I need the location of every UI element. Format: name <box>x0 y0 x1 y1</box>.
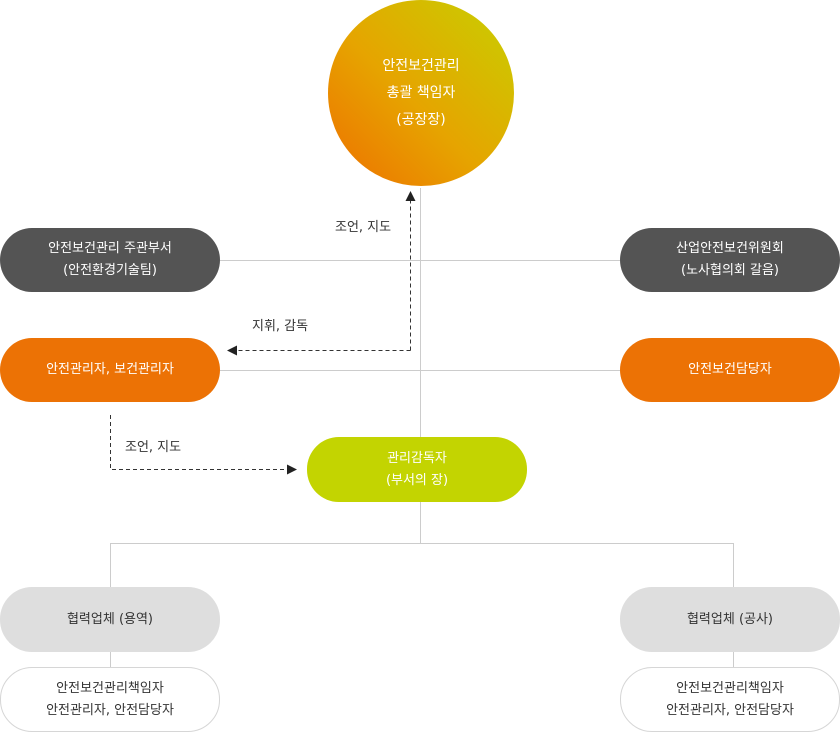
top-safety-executive-node: 안전보건관리 총괄 책임자 (공장장) <box>328 0 514 186</box>
supervisor-line2: (부서의 장) <box>385 472 449 488</box>
safety-committee-line2: (노사협의회 갈음) <box>681 263 779 278</box>
partner-construction-roles-node: 안전보건관리책임자 안전관리자, 안전담당자 <box>620 667 840 732</box>
partner-construction-roles-line1: 안전보건관리책임자 <box>676 680 784 696</box>
partner-construction-roles-line2: 안전관리자, 안전담당자 <box>666 702 794 718</box>
safety-dept-line1: 안전보건관리 주관부서 <box>48 241 172 256</box>
advice-top-label: 조언, 지도 <box>335 220 392 235</box>
partner-service-roles-node: 안전보건관리책임자 안전관리자, 안전담당자 <box>0 667 220 732</box>
top-node-line2: 총괄 책임자 <box>386 84 456 101</box>
partner-service-roles-line2: 안전관리자, 안전담당자 <box>46 702 174 718</box>
safety-manager-label: 안전관리자, 보건관리자 <box>46 362 174 377</box>
partner-service-label: 협력업체 (용역) <box>66 611 154 627</box>
partner-construction-label: 협력업체 (공사) <box>686 611 774 627</box>
command-label: 지휘, 감독 <box>252 319 309 334</box>
safety-officer-node: 안전보건담당자 <box>620 338 840 402</box>
partner-service-roles-line1: 안전보건관리책임자 <box>56 680 164 696</box>
safety-officer-label: 안전보건담당자 <box>688 362 772 377</box>
safety-committee-line1: 산업안전보건위원회 <box>676 241 784 256</box>
supervisor-node: 관리감독자 (부서의 장) <box>307 437 527 502</box>
safety-manager-node: 안전관리자, 보건관리자 <box>0 338 220 402</box>
advice-bottom-arrow <box>110 415 297 475</box>
safety-dept-node: 안전보건관리 주관부서 (안전환경기술팀) <box>0 228 220 292</box>
top-node-line3: (공장장) <box>396 111 446 128</box>
advice-bottom-label: 조언, 지도 <box>125 440 182 455</box>
partner-construction-node: 협력업체 (공사) <box>620 587 840 652</box>
safety-committee-node: 산업안전보건위원회 (노사협의회 갈음) <box>620 228 840 292</box>
partner-service-node: 협력업체 (용역) <box>0 587 220 652</box>
safety-dept-line2: (안전환경기술팀) <box>63 263 157 278</box>
top-node-line1: 안전보건관리 <box>382 57 460 74</box>
supervisor-line1: 관리감독자 <box>387 450 447 466</box>
